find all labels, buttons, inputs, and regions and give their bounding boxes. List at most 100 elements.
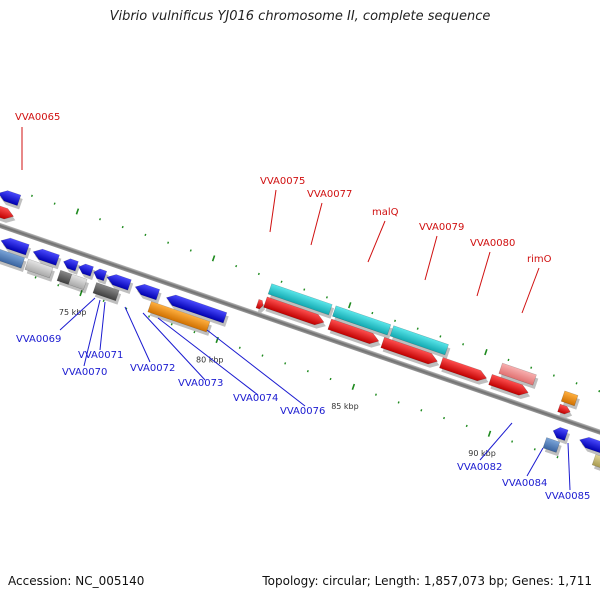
scale-tick (416, 327, 419, 330)
label-leader (567, 442, 571, 491)
gene-label-bottom: VVA0070 (62, 367, 107, 378)
scale-tick (397, 401, 400, 404)
label-leader (367, 220, 386, 263)
scale-tick (170, 323, 173, 326)
cds-reverse (134, 284, 161, 301)
scale-tick (556, 455, 559, 459)
scale-tick (261, 354, 264, 357)
scale-tick (374, 393, 377, 396)
label-leader (521, 267, 540, 314)
scale-tick (189, 249, 192, 252)
gene-label-bottom: VVA0072 (130, 363, 175, 374)
cds-reverse (93, 268, 108, 282)
gene-label-top: VVA0079 (419, 222, 464, 233)
scale-tick (148, 315, 151, 318)
gene-label-bottom: VVA0074 (233, 393, 278, 404)
scale-tick (167, 241, 170, 244)
gene-label-top: VVA0080 (470, 238, 515, 249)
scale-tick (371, 311, 374, 315)
cds-teal (332, 305, 392, 336)
scale-tick (238, 346, 241, 349)
scale-tick (465, 424, 468, 428)
label-leader (479, 422, 513, 461)
scale-tick (211, 255, 216, 262)
scale-tick (420, 409, 423, 412)
scale-tick (351, 383, 356, 390)
scale-tick (439, 335, 442, 338)
scale-label: 75 kbp (59, 308, 87, 317)
label-leader (424, 235, 438, 281)
cds-forward (488, 374, 529, 396)
cds-reverse (166, 294, 228, 324)
scale-tick (511, 440, 514, 443)
gene-label-top: VVA0075 (260, 176, 305, 187)
label-leader (124, 306, 151, 363)
gene-label-top: malQ (372, 207, 399, 218)
scale-label: 90 kbp (468, 449, 496, 458)
scale-tick (329, 377, 332, 381)
scale-tick (443, 416, 446, 420)
scale-label: 85 kbp (331, 402, 359, 411)
cds-teal (389, 325, 449, 356)
label-leader (476, 251, 491, 297)
scale-tick (144, 233, 147, 237)
scale-tick (121, 225, 124, 229)
accession-text: Accession: NC_005140 (8, 574, 145, 588)
cds-steelblue (0, 247, 25, 269)
gene-label-bottom: VVA0082 (457, 462, 502, 473)
scale-tick (394, 319, 397, 323)
scale-tick (487, 430, 492, 437)
scale-label-group: 85 kbp (331, 402, 359, 411)
cds-teal (267, 283, 333, 316)
scale-tick (99, 218, 102, 221)
gene-label-top: VVA0065 (15, 112, 60, 123)
gene-label-bottom: VVA0076 (280, 406, 325, 417)
scale-tick (303, 288, 306, 291)
label-leader (83, 299, 101, 367)
scale-tick (34, 276, 37, 279)
label-leader (310, 202, 323, 246)
label-leader (142, 312, 206, 381)
scale-tick (533, 448, 536, 451)
scale-tick (530, 366, 533, 369)
cds-reverse (32, 248, 60, 266)
scale-tick (193, 330, 196, 334)
label-leader (269, 189, 277, 233)
cds-reverse (78, 263, 94, 277)
cds-darkgray (92, 282, 120, 302)
gene-label-bottom: VVA0069 (16, 334, 61, 345)
cds-forward (380, 336, 438, 365)
gene-label-bottom: VVA0084 (502, 478, 547, 489)
label-leader (157, 317, 259, 396)
cds-forward (0, 203, 14, 220)
label-leader (206, 329, 306, 407)
cds-reverse (63, 258, 79, 272)
gene-label-top: rimO (527, 254, 552, 265)
scale-tick (325, 296, 328, 299)
scale-tick (575, 382, 578, 385)
scale-tick (347, 302, 352, 309)
scale-tick (507, 358, 510, 362)
cds-reverse (552, 427, 569, 441)
scale-tick (30, 194, 33, 197)
scale-tick (280, 280, 283, 283)
gene-label-bottom: VVA0073 (178, 378, 223, 389)
scale-tick (284, 362, 287, 365)
scale-tick (552, 374, 555, 377)
scale-tick (484, 349, 488, 356)
feature-marker-shadow (257, 303, 265, 313)
cds-orange (147, 301, 211, 333)
cds-reverse (579, 437, 600, 455)
gene-label-top: VVA0077 (307, 189, 352, 200)
chromosome-backbone (0, 216, 600, 450)
gene-label-bottom: VVA0071 (78, 350, 123, 361)
scale-tick (462, 343, 465, 346)
cds-steelblue (542, 437, 561, 453)
cds-orange (560, 390, 579, 407)
scale-tick (79, 289, 83, 297)
label-leader (59, 297, 96, 331)
cds-reverse (0, 237, 30, 256)
scale-label-group: 80 kbp (196, 355, 224, 364)
scale-label: 80 kbp (196, 355, 224, 364)
